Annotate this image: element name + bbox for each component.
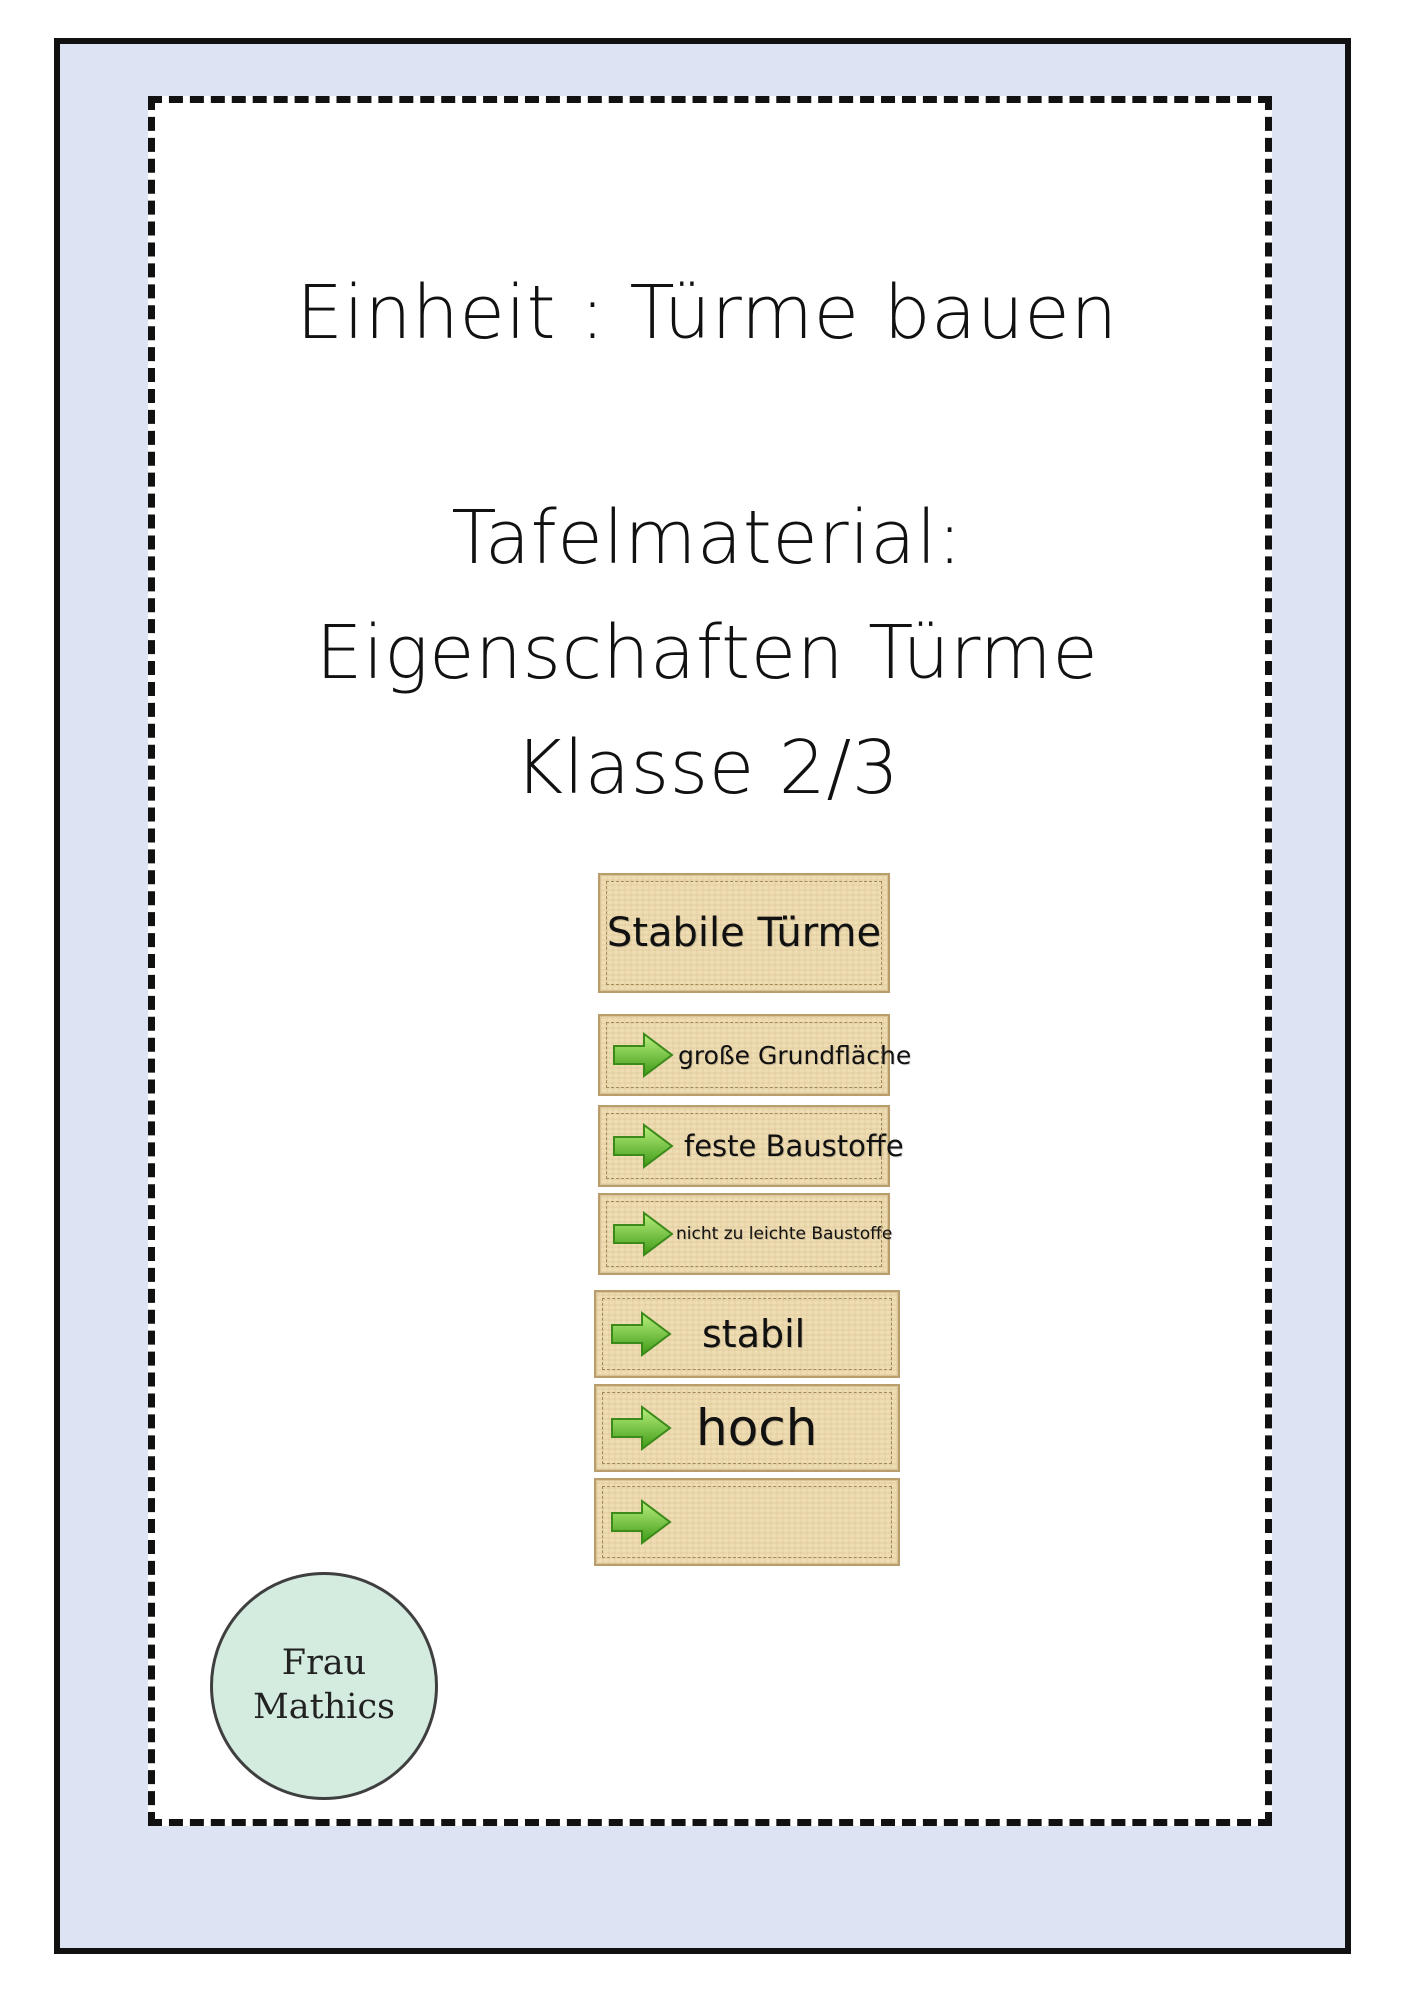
green-right-arrow-icon [613,1123,674,1169]
card-5: hoch [594,1384,900,1472]
logo-line-2: Mathics [252,1687,396,1727]
card-label: stabil [702,1312,806,1356]
class-title: Klasse 2/3 [514,725,900,811]
green-right-arrow-icon [611,1311,672,1357]
card-2: feste Baustoffe [598,1105,904,1187]
green-right-arrow-icon [613,1211,674,1257]
green-right-arrow-icon [611,1499,672,1545]
material-title: Tafelmaterial: [451,495,963,581]
card-6 [594,1478,900,1566]
card-1: große Grundfläche [598,1014,911,1096]
card-label: feste Baustoffe [684,1129,904,1163]
card-label: große Grundfläche [678,1040,912,1070]
card-4: stabil [594,1290,900,1378]
header-card: Stabile Türme [598,873,890,993]
topic-title: Eigenschaften Türme [315,610,1099,696]
card-3: nicht zu leichte Baustoffe [598,1193,893,1275]
frau-mathics-logo: Frau Mathics [210,1572,438,1800]
header-card-label: Stabile Türme [606,910,882,956]
green-right-arrow-icon [613,1032,674,1078]
green-right-arrow-icon [611,1405,672,1451]
card-label: hoch [696,1399,818,1457]
card-label: nicht zu leichte Baustoffe [676,1224,893,1244]
logo-line-1: Frau [281,1643,367,1684]
unit-title: Einheit : Türme bauen [296,270,1118,356]
